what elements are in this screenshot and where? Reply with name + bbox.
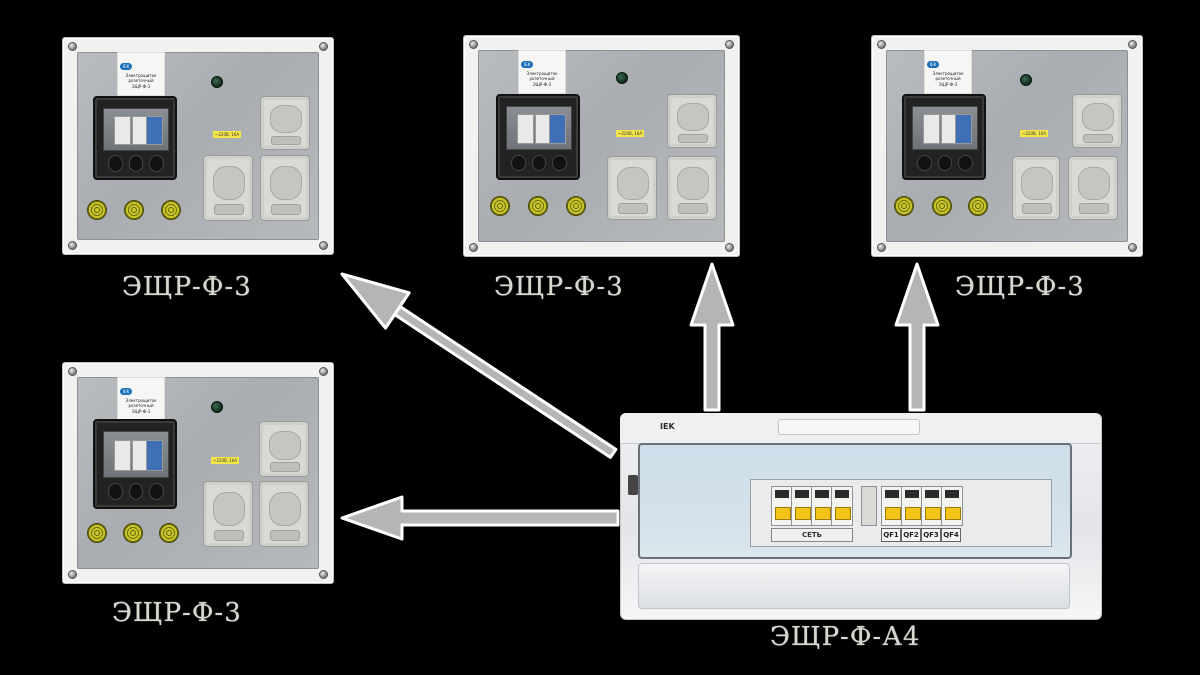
cable-gland-icon bbox=[161, 200, 181, 220]
power-socket-1 bbox=[1072, 94, 1122, 148]
card-title: Электрощиток розеточный bbox=[526, 71, 558, 81]
brand-logo: IEK bbox=[660, 422, 675, 431]
screw-icon bbox=[725, 40, 734, 49]
screw-icon bbox=[319, 42, 328, 51]
cable-gland-icon bbox=[87, 200, 107, 220]
main-breaker-label: СЕТЬ bbox=[771, 528, 853, 542]
voltage-label: ~220В, 16А bbox=[616, 130, 645, 137]
cable-gland-icon bbox=[159, 523, 179, 543]
power-socket-1 bbox=[260, 96, 310, 150]
socket-panel-2: IEK Электрощиток розеточный ЭЩР-Ф-3 ~220… bbox=[463, 35, 740, 257]
screw-icon bbox=[319, 367, 328, 376]
power-socket-3 bbox=[259, 481, 309, 547]
group-breaker-label-1: QF1 bbox=[881, 528, 901, 542]
main-box-caption: ЭЩР-Ф-А4 bbox=[770, 622, 921, 652]
breaker-bezel: СЕТЬ QF1 QF2 QF3 QF4 bbox=[750, 479, 1052, 547]
cable-gland-icon bbox=[528, 196, 548, 216]
brand-logo: IEK bbox=[521, 61, 534, 68]
screw-icon bbox=[877, 40, 886, 49]
card-model: ЭЩР-Ф-3 bbox=[131, 409, 151, 414]
panel-id-card: IEK Электрощиток розеточный ЭЩР-Ф-3 bbox=[117, 377, 165, 421]
voltage-label: ~220В, 16А bbox=[1020, 130, 1049, 137]
power-socket-2 bbox=[1012, 156, 1060, 220]
group-breaker-label-2: QF2 bbox=[901, 528, 921, 542]
screw-icon bbox=[319, 241, 328, 250]
screw-icon bbox=[469, 40, 478, 49]
breaker-enclosure bbox=[93, 419, 177, 509]
screw-icon bbox=[68, 241, 77, 250]
power-socket-3 bbox=[1068, 156, 1118, 220]
screw-icon bbox=[725, 243, 734, 252]
arrow-to-top-middle-panel bbox=[689, 262, 735, 412]
arrow-to-top-right-panel bbox=[894, 262, 940, 412]
box-lower-section bbox=[638, 563, 1070, 609]
screw-icon bbox=[68, 570, 77, 579]
brand-logo: IEK bbox=[120, 63, 133, 70]
power-socket-3 bbox=[260, 155, 310, 221]
distribution-box: IEK СЕТЬ QF1 QF2 QF3 QF4 bbox=[620, 413, 1102, 620]
card-model: ЭЩР-Ф-3 bbox=[532, 82, 552, 87]
screw-icon bbox=[469, 243, 478, 252]
box-nameplate bbox=[778, 419, 920, 435]
panel-caption-3: ЭЩР-Ф-3 bbox=[955, 272, 1085, 302]
group-breaker-label-4: QF4 bbox=[941, 528, 961, 542]
screw-icon bbox=[1128, 40, 1137, 49]
brand-logo: IEK bbox=[120, 388, 133, 395]
cable-gland-icon bbox=[124, 200, 144, 220]
cable-gland-icon bbox=[968, 196, 988, 216]
group-breaker-label-3: QF3 bbox=[921, 528, 941, 542]
socket-panel-4: IEK Электрощиток розеточный ЭЩР-Ф-3 ~220… bbox=[62, 362, 334, 584]
arrow-to-bottom-left-panel bbox=[340, 495, 620, 541]
door-latch-icon bbox=[628, 475, 638, 495]
panel-caption-4: ЭЩР-Ф-3 bbox=[112, 598, 242, 628]
screw-icon bbox=[68, 42, 77, 51]
cable-gland-icon bbox=[566, 196, 586, 216]
power-socket-2 bbox=[607, 156, 657, 220]
indicator-led bbox=[1020, 74, 1032, 86]
power-socket-1 bbox=[667, 94, 717, 148]
indicator-led bbox=[211, 401, 223, 413]
voltage-label: ~220В, 16А bbox=[211, 457, 240, 464]
brand-logo: IEK bbox=[927, 61, 940, 68]
card-model: ЭЩР-Ф-3 bbox=[131, 84, 151, 89]
panel-id-card: IEK Электрощиток розеточный ЭЩР-Ф-3 bbox=[117, 52, 165, 96]
panel-id-card: IEK Электрощиток розеточный ЭЩР-Ф-3 bbox=[924, 50, 972, 94]
card-title: Электрощиток розеточный bbox=[932, 71, 964, 81]
cable-gland-icon bbox=[87, 523, 107, 543]
cable-gland-icon bbox=[932, 196, 952, 216]
breaker-enclosure bbox=[93, 96, 177, 180]
screw-icon bbox=[68, 367, 77, 376]
panel-caption-1: ЭЩР-Ф-3 bbox=[122, 272, 252, 302]
screw-icon bbox=[877, 243, 886, 252]
cable-gland-icon bbox=[894, 196, 914, 216]
panel-caption-2: ЭЩР-Ф-3 bbox=[494, 272, 624, 302]
socket-panel-3: IEK Электрощиток розеточный ЭЩР-Ф-3 ~220… bbox=[871, 35, 1143, 257]
panel-id-card: IEK Электрощиток розеточный ЭЩР-Ф-3 bbox=[518, 50, 566, 94]
card-model: ЭЩР-Ф-3 bbox=[938, 82, 958, 87]
power-socket-2 bbox=[203, 155, 253, 221]
power-socket-3 bbox=[667, 156, 717, 220]
voltage-label: ~220В, 16А bbox=[213, 131, 242, 138]
breaker-enclosure bbox=[496, 94, 580, 180]
cable-gland-icon bbox=[123, 523, 143, 543]
screw-icon bbox=[1128, 243, 1137, 252]
indicator-led bbox=[616, 72, 628, 84]
power-socket-1 bbox=[259, 421, 309, 477]
card-title: Электрощиток розеточный bbox=[125, 73, 157, 83]
card-title: Электрощиток розеточный bbox=[125, 398, 157, 408]
breaker-enclosure bbox=[902, 94, 986, 180]
indicator-led bbox=[211, 76, 223, 88]
socket-panel-1: IEK Электрощиток розеточный ЭЩР-Ф-3 ~220… bbox=[62, 37, 334, 255]
power-socket-2 bbox=[203, 481, 253, 547]
cable-gland-icon bbox=[490, 196, 510, 216]
screw-icon bbox=[319, 570, 328, 579]
